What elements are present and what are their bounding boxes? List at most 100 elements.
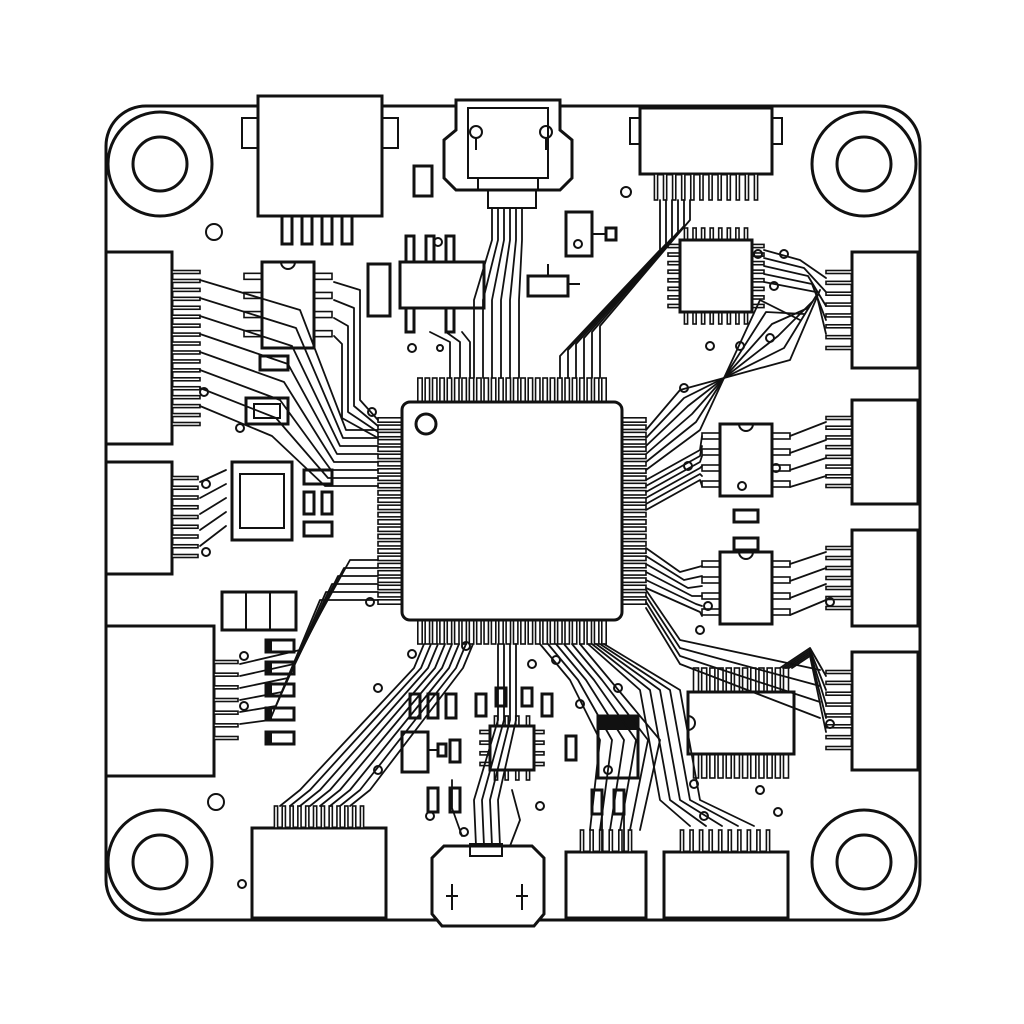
via bbox=[407, 343, 417, 353]
mounting-hole-bottom-right bbox=[810, 808, 918, 916]
mcu-pin bbox=[377, 489, 403, 496]
connector-pin bbox=[304, 805, 310, 829]
connector-pin bbox=[717, 829, 723, 853]
trace bbox=[763, 273, 827, 321]
resistor-cap bbox=[266, 708, 272, 720]
resistor-cap bbox=[266, 684, 272, 696]
mcu-pin bbox=[468, 619, 475, 645]
mcu-pin bbox=[377, 577, 403, 584]
mcu-pin bbox=[600, 619, 607, 645]
connector-pin bbox=[825, 680, 853, 686]
connector-pin bbox=[213, 723, 239, 728]
top-fpc-connector bbox=[629, 106, 783, 201]
trace bbox=[451, 779, 463, 837]
mcu-pin bbox=[586, 377, 593, 403]
mcu-pin bbox=[621, 518, 647, 525]
right-connector-4 bbox=[825, 650, 920, 772]
trace bbox=[333, 317, 379, 433]
mounting-hole-top-left bbox=[106, 110, 214, 218]
qfn-pin bbox=[667, 277, 681, 283]
ic-pin bbox=[701, 464, 721, 472]
mcu-pin bbox=[505, 619, 512, 645]
mcu-pin bbox=[431, 619, 438, 645]
trace bbox=[645, 595, 821, 687]
qfn-pin bbox=[667, 303, 681, 309]
trace bbox=[319, 643, 453, 807]
trace bbox=[645, 465, 703, 499]
connector-pin bbox=[726, 173, 732, 201]
connector-pin bbox=[171, 278, 201, 284]
ic-pin bbox=[749, 753, 757, 779]
trace bbox=[789, 457, 827, 471]
connector-pin bbox=[825, 415, 853, 421]
mcu-pin bbox=[556, 619, 563, 645]
trace bbox=[563, 643, 637, 831]
trace bbox=[591, 199, 685, 379]
main-mcu bbox=[377, 377, 647, 645]
via bbox=[373, 683, 383, 693]
right-connector-2 bbox=[825, 398, 920, 506]
left-connector-middle bbox=[104, 460, 199, 576]
connector-pin bbox=[213, 672, 239, 677]
qfn-pin bbox=[667, 295, 681, 300]
resistor-cap bbox=[266, 732, 272, 744]
connector-pin bbox=[825, 345, 853, 351]
trace bbox=[579, 643, 661, 831]
connector-pin bbox=[171, 524, 199, 530]
mcu-pin bbox=[377, 504, 403, 511]
copper-traces bbox=[199, 199, 827, 853]
via bbox=[755, 785, 765, 795]
connector-pin bbox=[171, 514, 199, 520]
mcu-pin bbox=[549, 619, 556, 645]
qfn-pin bbox=[667, 269, 681, 275]
mcu-pin bbox=[527, 619, 534, 645]
connector-pin bbox=[753, 173, 759, 201]
mcu-pin bbox=[621, 497, 647, 504]
qfn-pin bbox=[743, 311, 749, 325]
connector-pin bbox=[825, 269, 853, 275]
ic-notch bbox=[738, 423, 754, 432]
mcu-pin bbox=[527, 377, 534, 403]
ic-notch bbox=[687, 715, 696, 731]
qfn-pin bbox=[735, 311, 740, 325]
mcu-pin bbox=[377, 460, 403, 467]
via bbox=[613, 683, 623, 693]
ic-pin bbox=[701, 560, 721, 568]
ic-pin bbox=[771, 560, 791, 568]
connector-pin bbox=[662, 173, 668, 201]
trace bbox=[789, 567, 827, 582]
via bbox=[699, 811, 709, 821]
connector-pin bbox=[825, 713, 853, 718]
smd-passive bbox=[474, 692, 488, 718]
trace bbox=[349, 643, 474, 807]
trace bbox=[333, 299, 379, 427]
connector-pin bbox=[336, 805, 341, 829]
via bbox=[436, 344, 444, 352]
mcu-pin bbox=[377, 533, 403, 540]
mcu-pin bbox=[621, 460, 647, 467]
ic-body bbox=[260, 260, 316, 350]
mcu-pin bbox=[556, 377, 563, 403]
mcu-pin bbox=[593, 377, 600, 403]
trace bbox=[491, 207, 505, 379]
connector-pin bbox=[171, 412, 201, 418]
top-capacitor bbox=[366, 262, 392, 318]
trace bbox=[779, 647, 827, 677]
trace bbox=[339, 643, 467, 807]
connector-pin bbox=[825, 444, 853, 450]
trace bbox=[571, 643, 649, 831]
mcu-pin bbox=[416, 377, 423, 403]
trace bbox=[473, 643, 499, 847]
connector-pin bbox=[171, 403, 201, 409]
mcu-pin bbox=[542, 377, 549, 403]
ic-body bbox=[718, 550, 774, 626]
ic-notch bbox=[280, 261, 296, 270]
trace bbox=[547, 643, 613, 831]
via bbox=[737, 481, 747, 491]
connector-pin bbox=[171, 350, 201, 355]
smd-passive bbox=[448, 786, 462, 814]
via bbox=[201, 479, 211, 489]
trace bbox=[789, 583, 827, 599]
mcu-pin bbox=[621, 533, 647, 540]
trace bbox=[329, 643, 460, 807]
